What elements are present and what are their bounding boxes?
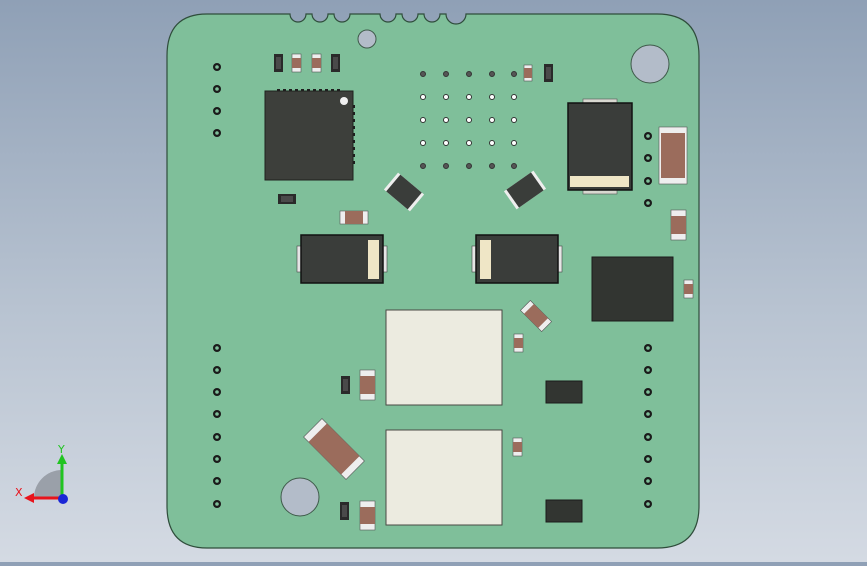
smd-capacitor [341,376,350,394]
smd-resistor [359,369,376,401]
y-axis-arrow [57,454,67,464]
mounting-hole [630,44,670,84]
smd-resistor [359,500,376,531]
via-grid [420,71,517,169]
smd-resistor [523,64,533,82]
mounting-hole [280,477,320,517]
sot-component [383,172,425,212]
smd-resistor [291,53,302,73]
pin-header-left-top-holes [215,65,219,135]
smd-resistor [512,437,523,457]
z-axis-dot [58,494,68,504]
smd-capacitor [340,502,349,520]
smd-resistor [303,418,365,480]
smd-resistor [658,126,688,185]
mounting-hole [357,29,377,49]
smd-resistor [520,300,552,332]
pin1-marker [340,97,348,105]
qfn-ic [264,90,354,181]
smd-resistor [311,53,322,73]
qfn-pins [277,89,355,164]
power-diode [567,98,633,195]
smd-capacitor [278,194,296,204]
x-axis-label: X [15,486,23,499]
smd-capacitor [274,54,283,72]
transformer [385,429,503,526]
pin-header-right-bottom-holes [646,346,650,506]
x-axis-arrow [24,493,34,503]
smd-capacitor [331,54,340,72]
orientation-triad[interactable]: Y X [12,440,82,510]
smd-resistor [683,279,694,299]
pin-header-right-top-holes [646,134,650,205]
sot-ic [545,380,583,404]
smd-resistor [670,209,687,241]
smd-resistor [339,210,369,225]
smd-diode [471,234,563,284]
transformer [385,309,503,406]
smd-diode [296,234,388,284]
sot-component [503,170,547,210]
smd-capacitor [544,64,553,82]
pin-header-left-bottom [213,344,221,508]
y-axis-label: Y [57,443,65,456]
smd-resistor [513,333,524,353]
pin-header-left-bottom-holes [215,346,219,506]
ic-package [591,256,674,322]
sot-ic [545,499,583,523]
triad-plane [34,470,62,498]
